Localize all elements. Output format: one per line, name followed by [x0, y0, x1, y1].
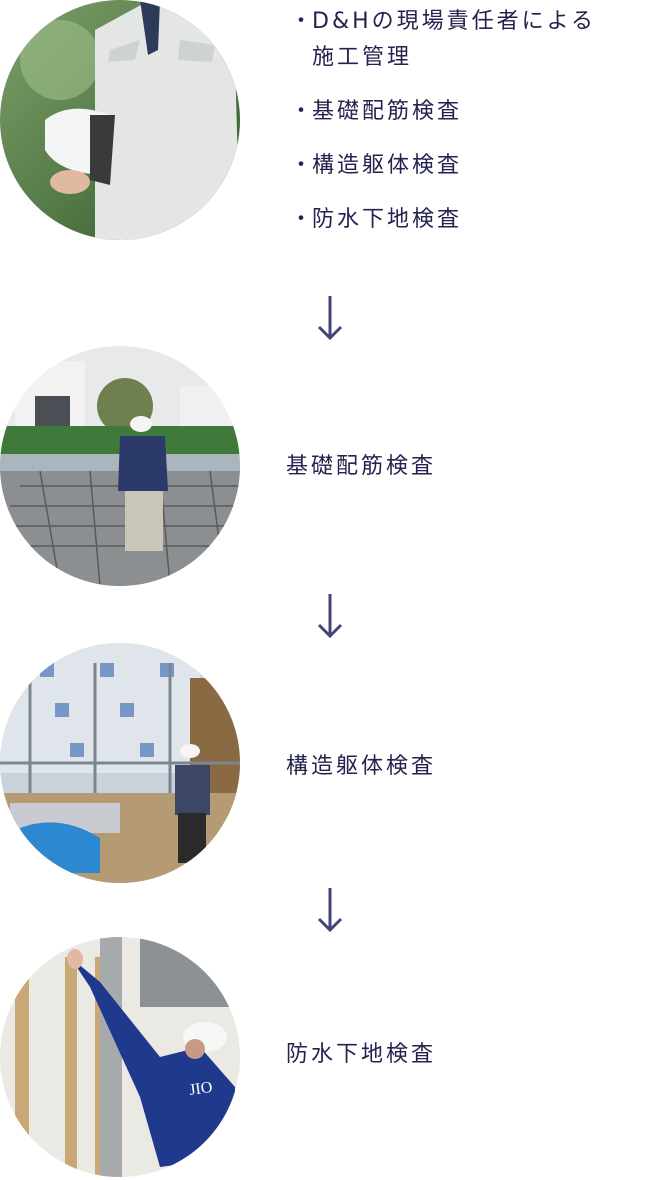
structural-frame-photo — [0, 643, 240, 883]
structural-frame-image — [0, 643, 240, 883]
list-item: ・ 防水下地検査 — [288, 202, 596, 238]
waterproof-base-photo: JIO — [0, 937, 240, 1177]
bullet: ・ — [290, 153, 316, 178]
list-item: ・ D&Hの現場責任者による 施工管理 — [288, 4, 596, 76]
waterproof-base-image: JIO — [0, 937, 240, 1177]
list-item-text: D&Hの現場責任者による — [312, 9, 596, 34]
foundation-rebar-image — [0, 346, 240, 586]
list-item-text: 構造躯体検査 — [312, 153, 463, 178]
step-label-waterproof-base: 防水下地検査 — [286, 1042, 437, 1067]
bullet: ・ — [290, 207, 316, 232]
step-label-structural-frame: 構造躯体検査 — [286, 754, 437, 779]
list-item: ・ 構造躯体検査 — [288, 148, 596, 184]
bullet: ・ — [290, 99, 316, 124]
site-manager-photo — [0, 0, 240, 240]
inspection-list: ・ D&Hの現場責任者による 施工管理 ・ 基礎配筋検査 ・ 構造躯体検査 ・ … — [288, 4, 596, 256]
bullet: ・ — [290, 9, 316, 34]
site-manager-image — [0, 0, 240, 240]
svg-text:JIO: JIO — [188, 1079, 213, 1099]
list-item-text-line2: 施工管理 — [312, 45, 413, 70]
list-item: ・ 基礎配筋検査 — [288, 94, 596, 130]
list-item-text: 防水下地検査 — [312, 207, 463, 232]
list-item-text: 基礎配筋検査 — [312, 99, 463, 124]
arrow-down-icon — [317, 888, 343, 933]
arrow-down-icon — [317, 594, 343, 639]
step-label-foundation-rebar: 基礎配筋検査 — [286, 454, 437, 479]
arrow-down-icon — [317, 296, 343, 341]
foundation-rebar-photo — [0, 346, 240, 586]
